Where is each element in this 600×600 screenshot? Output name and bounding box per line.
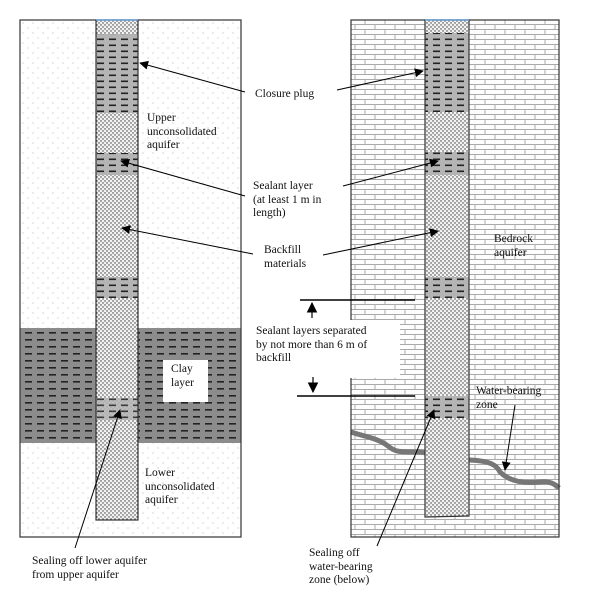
label-line: unconsolidated xyxy=(145,480,215,493)
label-line: Bedrock xyxy=(494,233,533,245)
sealing-off-arrow-left xyxy=(74,409,122,549)
label-line: (at least 1 m in xyxy=(253,193,322,206)
sealant-arrow-left xyxy=(120,158,246,197)
sealing-off-arrow-right xyxy=(376,409,436,547)
separation-dimension xyxy=(297,299,415,397)
label-line: layer xyxy=(171,376,194,389)
label-bedrock-aquifer: Bedrock aquifer xyxy=(494,233,533,260)
label-separation: Sealant layers separated by not more tha… xyxy=(256,325,367,366)
sealant-arrow-right xyxy=(342,158,439,187)
label-backfill: Backfill materials xyxy=(264,244,306,271)
label-sealant-layer: Sealant layer (at least 1 m in length) xyxy=(253,180,321,221)
label-lower-aquifer: Lower unconsolidated aquifer xyxy=(145,467,215,508)
sealant-layer xyxy=(96,153,138,175)
label-sealing-off-left: Sealing off lower aquifer from upper aqu… xyxy=(32,555,147,582)
label-line: water-bearing xyxy=(309,560,373,573)
label-line: from upper aquifer xyxy=(32,568,119,581)
sealant-layer xyxy=(96,277,138,298)
label-line: materials xyxy=(264,257,307,270)
left-panel xyxy=(19,19,242,538)
right-panel xyxy=(350,19,561,538)
label-line: unconsolidated xyxy=(147,125,217,138)
separation-label-bg xyxy=(250,320,400,378)
label-closure-plug: Closure plug xyxy=(255,88,315,100)
sealant-layer xyxy=(425,152,469,175)
label-clay-layer: Clay layer xyxy=(171,363,194,390)
label-line: zone (below) xyxy=(309,574,370,586)
sealant-layer-clay xyxy=(96,398,138,420)
label-line: Clay xyxy=(171,363,193,375)
backfill-arrow-left xyxy=(121,225,254,255)
closure-plug-arrow-left xyxy=(139,60,246,93)
water-bearing-zone xyxy=(350,429,561,490)
label-sealing-off-right: Sealing off water-bearing zone (below) xyxy=(309,547,373,588)
label-water-bearing-zone: Water-bearing zone xyxy=(476,385,541,412)
closure-plug xyxy=(425,33,469,112)
label-line: aquifer xyxy=(145,494,178,506)
clay-label-box xyxy=(163,360,208,402)
left-borehole xyxy=(95,19,139,521)
label-upper-aquifer: Upper unconsolidated aquifer xyxy=(147,112,217,153)
label-line: Sealing off xyxy=(309,547,360,559)
leader-arrows xyxy=(74,60,516,549)
sealant-layer xyxy=(425,277,469,298)
label-line: Backfill xyxy=(264,244,302,256)
closure-plug-arrow-right xyxy=(336,68,424,91)
label-line: Sealing off lower aquifer xyxy=(32,555,148,567)
water-zone-arrow xyxy=(501,404,516,471)
label-line: Sealant layer xyxy=(253,180,313,192)
label-line: Water-bearing xyxy=(476,385,542,397)
closure-plug xyxy=(96,34,138,113)
label-line: backfill xyxy=(256,352,292,364)
right-borehole xyxy=(424,19,470,518)
label-line: aquifer xyxy=(147,139,180,151)
sealant-layer xyxy=(425,396,469,418)
label-line: Upper xyxy=(147,112,176,124)
label-line: by not more than 6 m of xyxy=(256,338,368,351)
label-line: Sealant layers separated xyxy=(256,325,367,337)
label-line: length) xyxy=(253,207,286,219)
label-line: Lower xyxy=(145,467,176,479)
backfill-arrow-right xyxy=(322,228,439,256)
label-line: zone xyxy=(476,398,498,411)
label-line: aquifer xyxy=(494,246,527,259)
